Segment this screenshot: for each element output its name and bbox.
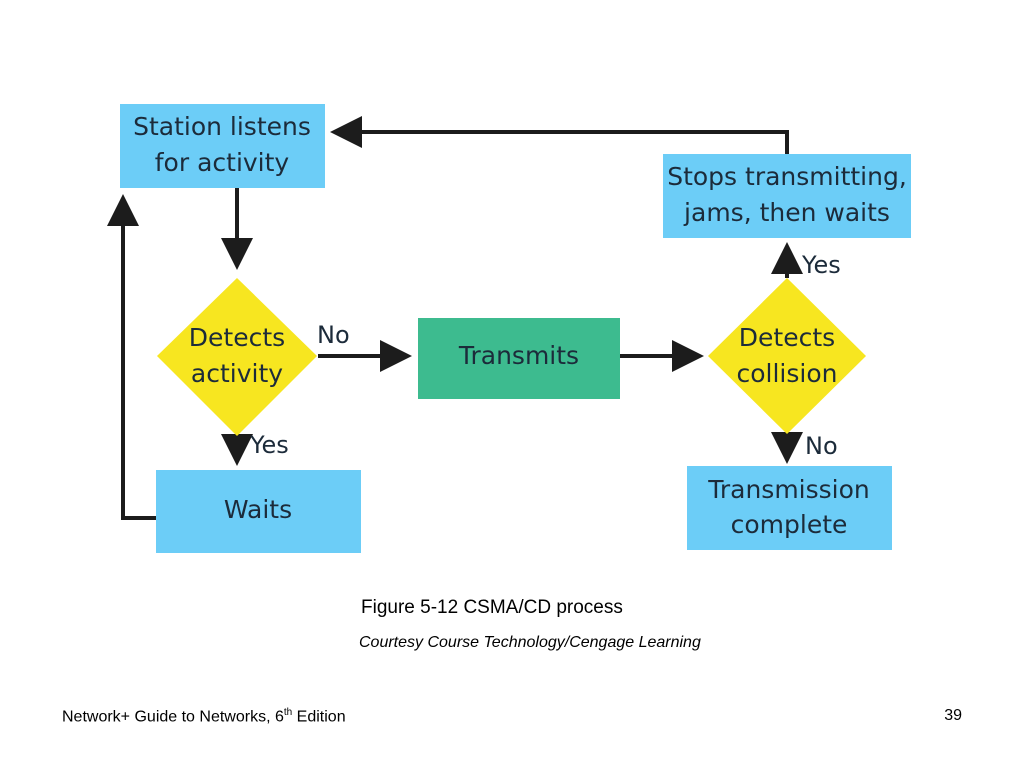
page-number: 39 xyxy=(944,707,962,724)
arrow-waits-back-to-listen xyxy=(107,194,156,520)
node-detects-collision-line1: Detects xyxy=(739,323,835,352)
node-station-listens-line2: for activity xyxy=(155,148,290,177)
node-waits: Waits xyxy=(156,470,361,553)
node-transmission-complete-line2: complete xyxy=(731,510,848,539)
node-stops-transmitting-line2: jams, then waits xyxy=(683,198,890,227)
footer-book-title: Network+ Guide to Networks, 6th Edition xyxy=(62,707,346,726)
node-detects-activity-line2: activity xyxy=(191,359,283,388)
connectors xyxy=(107,116,803,520)
node-transmission-complete: Transmission complete xyxy=(687,466,892,550)
node-transmission-complete-line1: Transmission xyxy=(707,475,870,504)
node-transmits: Transmits xyxy=(418,318,620,399)
footer-book-title-main: Network+ Guide to Networks, 6 xyxy=(62,708,284,726)
node-detects-collision-line2: collision xyxy=(737,359,838,388)
node-waits-label: Waits xyxy=(224,495,292,524)
edge-label-collision-yes: Yes xyxy=(801,251,841,279)
edge-label-activity-no: No xyxy=(317,321,350,349)
node-station-listens: Station listens for activity xyxy=(120,104,325,188)
figure-caption: Figure 5-12 CSMA/CD process xyxy=(361,597,623,618)
node-detects-collision: Detects collision xyxy=(708,278,866,434)
node-station-listens-line1: Station listens xyxy=(133,112,311,141)
arrow-stops-back-to-listen xyxy=(330,116,789,154)
figure-credit: Courtesy Course Technology/Cengage Learn… xyxy=(359,634,701,651)
node-transmits-label: Transmits xyxy=(458,341,579,370)
node-detects-activity-line1: Detects xyxy=(189,323,285,352)
footer-book-title-edition: Edition xyxy=(292,708,346,726)
node-stops-transmitting: Stops transmitting, jams, then waits xyxy=(663,154,911,238)
footer-book-title-sup: th xyxy=(283,707,293,718)
edge-label-activity-yes: Yes xyxy=(249,431,289,459)
edge-label-collision-no: No xyxy=(805,432,838,460)
node-detects-activity: Detects activity xyxy=(157,278,317,436)
node-stops-transmitting-line1: Stops transmitting, xyxy=(667,162,907,191)
